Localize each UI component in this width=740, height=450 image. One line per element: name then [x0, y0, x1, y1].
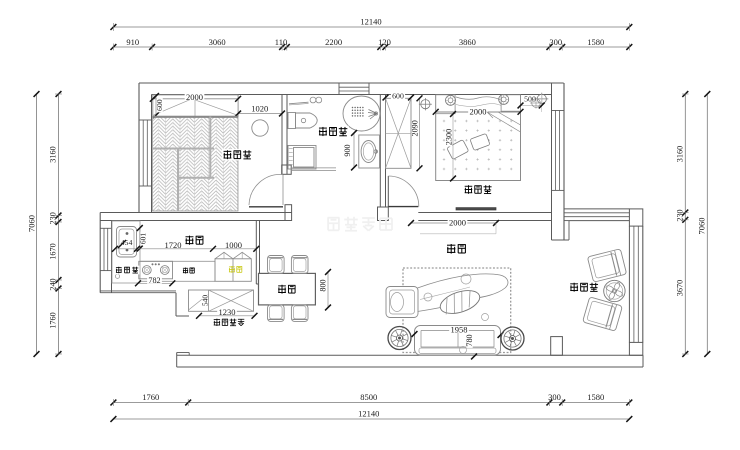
- svg-text:230: 230: [49, 212, 58, 224]
- svg-text:300: 300: [548, 392, 561, 402]
- svg-text:1230: 1230: [219, 307, 236, 317]
- svg-text:1720: 1720: [165, 240, 182, 250]
- svg-text:600: 600: [155, 99, 164, 111]
- svg-text:601: 601: [139, 233, 148, 245]
- svg-text:12140: 12140: [360, 17, 381, 27]
- svg-text:2000: 2000: [449, 218, 466, 228]
- svg-text:454: 454: [121, 238, 133, 247]
- svg-text:3160: 3160: [49, 146, 58, 162]
- svg-text:230: 230: [675, 209, 684, 221]
- svg-text:2090: 2090: [411, 120, 420, 136]
- svg-text:500: 500: [524, 95, 536, 104]
- svg-text:2200: 2200: [325, 37, 342, 47]
- svg-text:2000: 2000: [470, 106, 487, 116]
- svg-text:12140: 12140: [358, 409, 379, 419]
- svg-text:110: 110: [275, 37, 287, 47]
- svg-text:1020: 1020: [251, 104, 268, 114]
- svg-text:1000: 1000: [225, 240, 242, 250]
- svg-text:1580: 1580: [587, 392, 604, 402]
- svg-text:600: 600: [392, 92, 404, 101]
- svg-text:900: 900: [343, 144, 352, 156]
- svg-text:7060: 7060: [697, 218, 707, 235]
- svg-text:2000: 2000: [186, 92, 203, 102]
- svg-text:2300: 2300: [445, 129, 454, 145]
- svg-text:800: 800: [319, 279, 328, 291]
- svg-text:7060: 7060: [27, 215, 37, 232]
- svg-text:8500: 8500: [360, 392, 377, 402]
- svg-text:910: 910: [126, 37, 139, 47]
- svg-text:1760: 1760: [142, 392, 159, 402]
- svg-text:540: 540: [200, 295, 209, 307]
- svg-text:1580: 1580: [587, 37, 604, 47]
- svg-text:240: 240: [49, 278, 58, 290]
- svg-text:300: 300: [549, 37, 562, 47]
- svg-text:3060: 3060: [209, 37, 226, 47]
- svg-text:120: 120: [378, 37, 391, 47]
- svg-text:1760: 1760: [49, 312, 58, 328]
- svg-text:1958: 1958: [451, 324, 468, 334]
- svg-text:780: 780: [465, 334, 474, 346]
- svg-text:3860: 3860: [459, 37, 476, 47]
- svg-text:3670: 3670: [675, 280, 684, 296]
- svg-text:1670: 1670: [49, 243, 58, 259]
- svg-text:782: 782: [148, 276, 160, 285]
- svg-text:3160: 3160: [675, 146, 684, 162]
